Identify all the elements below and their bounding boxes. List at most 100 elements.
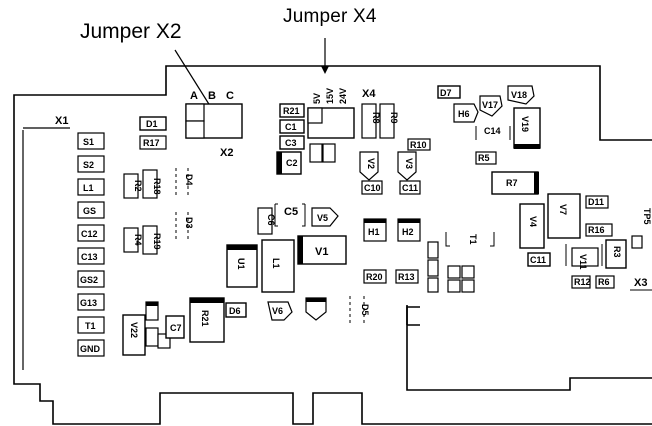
- d3: D3: [175, 212, 194, 240]
- svg-text:C13: C13: [81, 252, 98, 262]
- x1-pin-5: C12: [77, 224, 105, 242]
- jumper-x2-pin-b: B: [208, 90, 216, 102]
- v2: V2: [359, 151, 379, 181]
- u1: U1: [226, 244, 258, 288]
- svg-text:GS2: GS2: [80, 275, 98, 285]
- c3-block: C3: [279, 135, 305, 150]
- svg-text:H2: H2: [402, 227, 414, 237]
- h2: H2: [397, 218, 421, 242]
- svg-text:R6: R6: [598, 277, 610, 287]
- svg-text:C3: C3: [285, 138, 297, 148]
- svg-text:R21: R21: [200, 310, 210, 327]
- svg-text:R5: R5: [478, 153, 490, 163]
- svg-text:U1: U1: [236, 258, 246, 270]
- svg-text:V2: V2: [366, 158, 376, 169]
- v5: V5: [311, 207, 339, 227]
- x1-pin-2: S2: [77, 155, 105, 173]
- c12: [145, 301, 159, 321]
- svg-text:V3: V3: [404, 158, 414, 169]
- svg-text:R7: R7: [506, 178, 518, 188]
- svg-text:R18: R18: [152, 178, 162, 195]
- svg-text:R20: R20: [366, 272, 383, 282]
- svg-text:R4: R4: [133, 234, 143, 246]
- r2-block: R21: [279, 103, 305, 118]
- v6b: [305, 297, 327, 321]
- svg-text:R21: R21: [283, 106, 300, 116]
- x1-label: X1: [55, 115, 68, 127]
- d1: D1: [139, 116, 167, 131]
- svg-text:D6: D6: [229, 306, 241, 316]
- svg-text:R3: R3: [612, 246, 622, 258]
- svg-text:R9: R9: [389, 112, 399, 124]
- jumper-x4-callout: Jumper X4: [283, 6, 377, 27]
- tp5: TP5: [631, 208, 652, 249]
- x1-pin-7: GS2: [77, 270, 105, 288]
- r3: R3: [605, 239, 627, 269]
- r10: R10: [407, 138, 431, 151]
- v18: V18: [507, 85, 535, 105]
- c14-bracket: C14: [475, 126, 511, 140]
- svg-text:R16: R16: [588, 225, 605, 235]
- svg-text:GND: GND: [80, 344, 101, 354]
- r14: R13: [395, 269, 419, 284]
- jumper-x4-pin-24v: 24V: [338, 88, 348, 104]
- svg-text:H1: H1: [368, 227, 380, 237]
- svg-text:GS: GS: [83, 206, 96, 216]
- jumper-x2-pin-c: C: [226, 90, 234, 102]
- v6: V6: [267, 301, 293, 321]
- svg-text:C12: C12: [81, 229, 98, 239]
- r8: R8: [361, 103, 381, 139]
- r6-right: R6: [595, 275, 615, 289]
- x1-pin-9: T1: [77, 316, 105, 334]
- svg-text:R19: R19: [152, 233, 162, 250]
- c11: C11: [399, 180, 421, 195]
- svg-text:L1: L1: [83, 183, 94, 193]
- r9: R9: [379, 103, 399, 139]
- h6: H6: [453, 103, 479, 123]
- svg-text:R10: R10: [410, 140, 427, 150]
- svg-text:R8: R8: [371, 112, 381, 124]
- r18: R18: [142, 169, 162, 199]
- x1-pin-1: S1: [77, 132, 105, 150]
- r4-left: R4: [123, 227, 143, 253]
- r16: R16: [585, 223, 613, 237]
- svg-text:D3: D3: [184, 217, 194, 229]
- svg-text:C11: C11: [402, 183, 418, 193]
- v7: V7: [547, 193, 581, 239]
- jumper-x2-pin-a: A: [190, 90, 198, 102]
- r5: R5: [475, 151, 497, 165]
- x1-pin-4: GS: [77, 201, 105, 219]
- svg-text:C7: C7: [170, 323, 182, 333]
- h1: H1: [363, 218, 387, 242]
- c10: C10: [361, 180, 383, 195]
- x3: X3: [630, 277, 652, 291]
- svg-text:C2: C2: [286, 158, 298, 168]
- c1-block: C1: [279, 119, 305, 134]
- jumper-x2-callout: Jumper X2: [80, 20, 182, 43]
- svg-text:C14: C14: [484, 126, 501, 136]
- r19: R19: [142, 225, 162, 255]
- svg-text:C10: C10: [364, 183, 381, 193]
- svg-text:D11: D11: [588, 197, 604, 207]
- x-grid-1: [447, 265, 475, 293]
- svg-text:R2: R2: [133, 180, 143, 192]
- svg-text:C1: C1: [285, 122, 297, 132]
- svg-text:S2: S2: [83, 160, 94, 170]
- svg-text:V5: V5: [317, 213, 328, 223]
- v1: V1: [297, 235, 347, 265]
- v11: V11: [565, 244, 603, 270]
- svg-text:V1: V1: [315, 246, 328, 258]
- v4: V4: [519, 203, 545, 249]
- v22: V22: [122, 314, 146, 356]
- svg-text:D7: D7: [440, 88, 452, 98]
- r21-block: R21: [189, 297, 225, 343]
- svg-text:V6: V6: [272, 306, 283, 316]
- r7: R7: [491, 171, 539, 195]
- v17: V17: [479, 95, 503, 117]
- svg-text:V18: V18: [511, 90, 527, 100]
- svg-text:T1: T1: [468, 234, 478, 245]
- d6: D6: [225, 302, 247, 318]
- svg-text:T1: T1: [85, 321, 96, 331]
- t1: T1: [445, 232, 495, 247]
- svg-text:V17: V17: [482, 100, 498, 110]
